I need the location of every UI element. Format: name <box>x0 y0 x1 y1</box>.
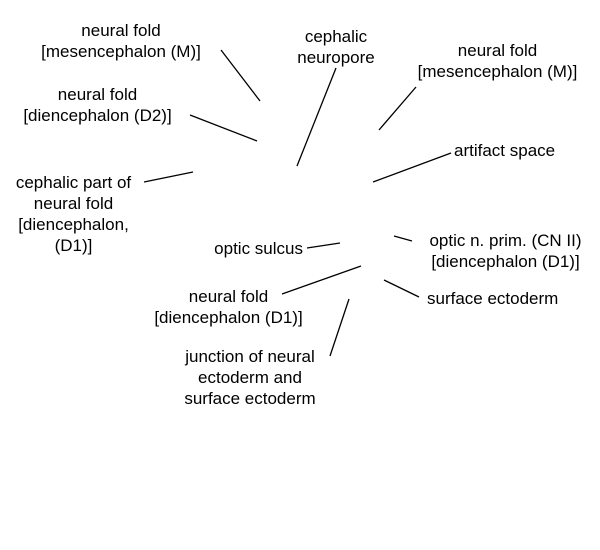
label-optic-n-prim: optic n. prim. (CN II) [diencephalon (D1… <box>429 231 582 271</box>
leader-line-diencephalon-d1 <box>281 265 362 295</box>
label-neural-fold-mesencephalon-left: neural fold [mesencephalon (M)] <box>41 21 201 61</box>
label-neural-fold-diencephalon-d2: neural fold [diencephalon (D2)] <box>23 85 172 125</box>
label-cephalic-part-of-neural-fold: cephalic part of neural fold [diencephal… <box>15 173 132 255</box>
leader-line-surface-ectoderm <box>383 279 420 298</box>
leader-line-artifact-space <box>372 152 452 183</box>
label-neural-fold-diencephalon-d1: neural fold [diencephalon (D1)] <box>154 287 303 327</box>
leader-line-mesencephalon-left <box>220 49 261 102</box>
leader-line-optic-sulcus <box>306 242 341 249</box>
label-neural-fold-mesencephalon-right: neural fold [mesencephalon (M)] <box>417 41 578 81</box>
leader-line-mesencephalon-right <box>378 86 417 131</box>
label-surface-ectoderm: surface ectoderm <box>427 289 559 308</box>
label-cephalic-neuropore: cephalic neuropore <box>297 27 375 67</box>
leader-line-cephalic-neuropore <box>296 67 337 167</box>
leader-line-junction <box>329 298 350 357</box>
label-optic-sulcus: optic sulcus <box>214 239 303 258</box>
leader-line-cephalic-part <box>143 171 194 183</box>
leader-line-diencephalon-d2 <box>189 114 258 142</box>
leader-line-optic-n-prim <box>393 235 413 242</box>
label-artifact-space: artifact space <box>454 141 556 160</box>
label-junction-of-neural-ectoderm: junction of neural ectoderm and surface … <box>184 347 316 408</box>
